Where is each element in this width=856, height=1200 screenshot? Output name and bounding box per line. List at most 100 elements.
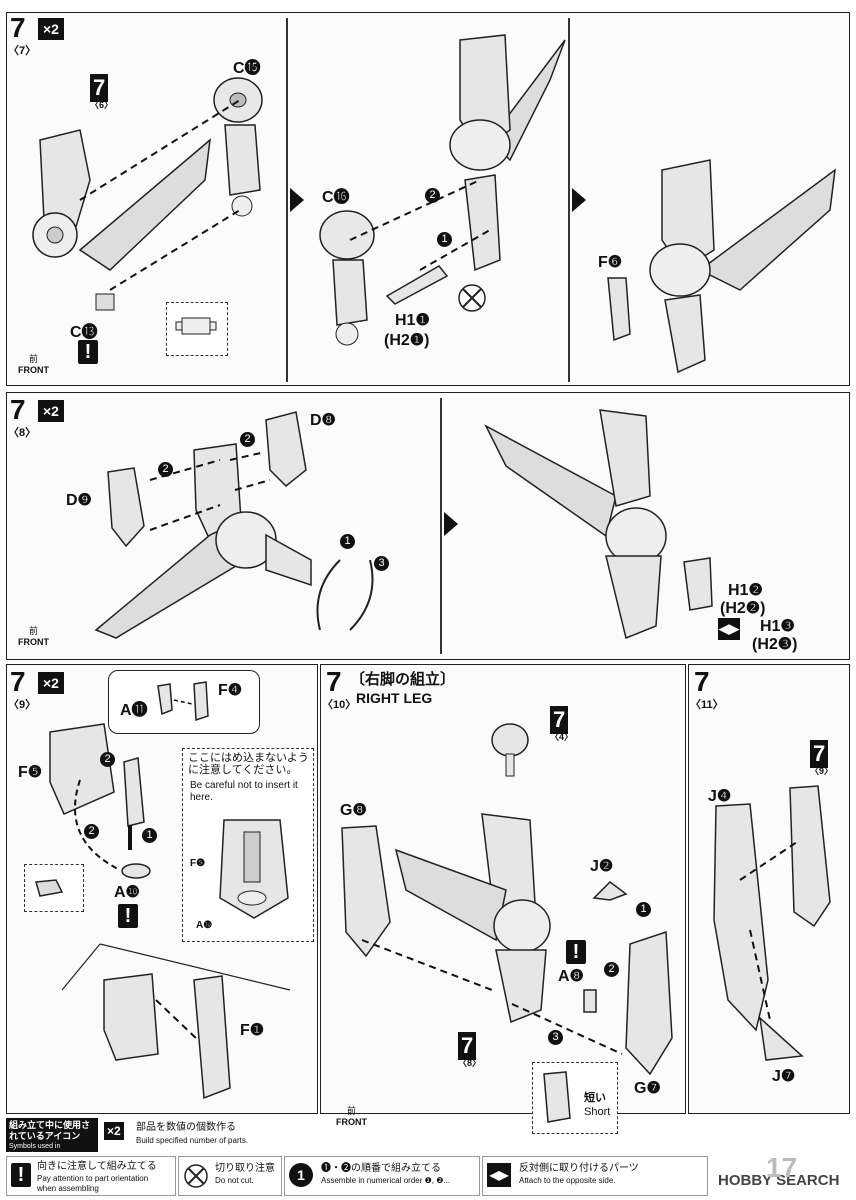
legend-attention-jp: 向きに注意して組み立てる xyxy=(37,1161,157,1172)
legend-order-jp: ❶・❷の順番で組み立てる xyxy=(321,1163,441,1174)
part-label-f5: F❺ xyxy=(18,764,43,781)
dashed-assembly-lines xyxy=(149,451,271,531)
thruster-block-final-drawing xyxy=(103,973,231,1100)
divider xyxy=(440,398,442,654)
ref-step-number: 7 xyxy=(458,1032,477,1060)
multiply-icon: ×2 xyxy=(104,1122,124,1140)
part-label-h1b: H1❸ xyxy=(760,618,795,635)
legend-title-box: 組み立て中に使用されているアイコン Symbols used in instru… xyxy=(6,1118,98,1159)
part-label-c13: C⓭ xyxy=(70,324,98,341)
step-sub-number: 〈7〉 xyxy=(8,45,37,57)
callout-pointer xyxy=(61,943,291,991)
part-label-h1a: H1❷ xyxy=(728,582,763,599)
part-label-j2: J❷ xyxy=(590,858,614,875)
do-not-cut-icon xyxy=(458,284,486,312)
shin-armor-j4-drawing xyxy=(713,803,769,1032)
watermark: HOBBY SEARCH xyxy=(718,1172,840,1189)
part-detail-drawing xyxy=(35,879,64,897)
part-label-a10: A❿ xyxy=(114,884,140,901)
ref-step-sub: 〈9〉 xyxy=(810,766,834,776)
short-en-label: Short xyxy=(584,1106,611,1118)
leg-thruster-drawing xyxy=(394,813,551,1024)
front-jp-label: 前 xyxy=(28,354,38,364)
front-indicator: 前 FRONT xyxy=(18,352,49,375)
thruster-unit-result-drawing xyxy=(484,409,667,640)
step-sub-number: 〈10〉 xyxy=(322,699,357,711)
ref-step-number: 7 xyxy=(550,706,569,734)
step-arrow-icon xyxy=(290,188,304,212)
front-label: FRONT xyxy=(336,1117,367,1127)
dashed-path-line xyxy=(74,779,132,871)
part-detail-drawing xyxy=(175,317,217,335)
dashed-assembly-lines xyxy=(349,179,491,271)
legend-x2-jp: 部品を数値の個数作る xyxy=(136,1122,236,1133)
order-number-3: 3 xyxy=(548,1030,563,1045)
legend-cut-item: 切り取り注意 Do not cut. xyxy=(178,1156,282,1196)
part-label-h1: H1❶ xyxy=(395,312,430,329)
attention-icon: ! xyxy=(566,940,586,964)
legend-cut-jp: 切り取り注意 xyxy=(215,1163,275,1174)
rotation-arrows-icon xyxy=(316,559,374,631)
front-label: FRONT xyxy=(18,637,49,647)
part-j2-drawing xyxy=(592,881,628,901)
multiply-badge: ×2 xyxy=(38,672,64,694)
inner-frame-drawing xyxy=(789,785,831,928)
ref-step-sub: 〈8〉 xyxy=(458,1058,482,1068)
part-label-d9: D❾ xyxy=(66,492,92,509)
part-a10-drawing xyxy=(121,863,151,879)
short-jp-label: 短い xyxy=(584,1092,606,1104)
part-label-a11: A⓫ xyxy=(120,702,148,719)
order-number-1: 1 xyxy=(340,534,355,549)
part-label-a8: A❽ xyxy=(558,968,584,985)
ref-step-number: 7 xyxy=(90,74,109,102)
thruster-block-drawing xyxy=(49,723,145,827)
part-label-f4: F❹ xyxy=(218,682,243,699)
multiply-badge: ×2 xyxy=(38,18,64,40)
legend-attention-item: ! 向きに注意して組み立てる Pay attention to part ori… xyxy=(6,1156,176,1196)
legend-opposite-jp: 反対側に取り付けるパーツ xyxy=(519,1163,639,1174)
attention-icon: ! xyxy=(11,1163,31,1187)
part-d9-drawing xyxy=(107,467,145,548)
front-jp-label: 前 xyxy=(28,626,38,636)
order-number-2: 2 xyxy=(84,824,99,839)
order-number-1: 1 xyxy=(437,232,452,247)
front-indicator: 前 FRONT xyxy=(18,624,49,647)
opposite-side-icon: ◀▶ xyxy=(487,1163,511,1187)
opposite-side-icon: ◀▶ xyxy=(718,618,740,640)
order-number-2: 2 xyxy=(240,432,255,447)
part-label-j7: J❼ xyxy=(772,1068,796,1085)
step-number: 7 xyxy=(694,666,710,697)
arm-part-c16-drawing xyxy=(319,210,375,346)
part-label-f5b: F❺ xyxy=(190,858,206,869)
part-label-g8: G❽ xyxy=(340,802,367,819)
thruster-assembly-drawing xyxy=(32,129,211,271)
callout-bubble xyxy=(108,670,260,734)
cube-part-drawing xyxy=(95,293,115,311)
part-a8-drawing xyxy=(583,989,597,1013)
legend-order-en: Assemble in numerical order ❶, ❷... xyxy=(321,1176,451,1185)
short-detail-drawing xyxy=(543,1071,571,1123)
legend-x2-item: ×2 部品を数値の個数作る Build specified number of … xyxy=(104,1118,264,1152)
part-label-d8: D❽ xyxy=(310,412,336,429)
step-sub-number: 〈11〉 xyxy=(690,699,724,711)
order-number-1: 1 xyxy=(636,902,651,917)
thruster-result-drawing xyxy=(649,159,836,374)
step-sub-number: 〈9〉 xyxy=(8,699,37,711)
legend-bar: 組み立て中に使用されているアイコン Symbols used in instru… xyxy=(6,1118,850,1196)
part-d8-drawing xyxy=(265,411,307,488)
thruster-unit-drawing xyxy=(94,443,312,639)
ref-step-sub: 〈4〉 xyxy=(550,732,574,742)
knee-joint-drawing xyxy=(491,723,529,777)
legend-attention-en2: when assembling xyxy=(37,1184,99,1193)
small-parts-drawing xyxy=(157,681,209,722)
order-number-2: 2 xyxy=(425,188,440,203)
order-number-3: 3 xyxy=(374,556,389,571)
order-number-2: 2 xyxy=(100,752,115,767)
dashed-assembly-lines xyxy=(361,939,623,1055)
multiply-badge: ×2 xyxy=(38,400,64,422)
dashed-assembly-lines xyxy=(79,99,241,291)
dashed-assembly-lines xyxy=(739,839,801,1021)
part-label-f1: F❶ xyxy=(240,1022,265,1039)
step-sub-number: 〈8〉 xyxy=(8,427,37,439)
part-label-h2a: (H2❷) xyxy=(720,600,766,617)
